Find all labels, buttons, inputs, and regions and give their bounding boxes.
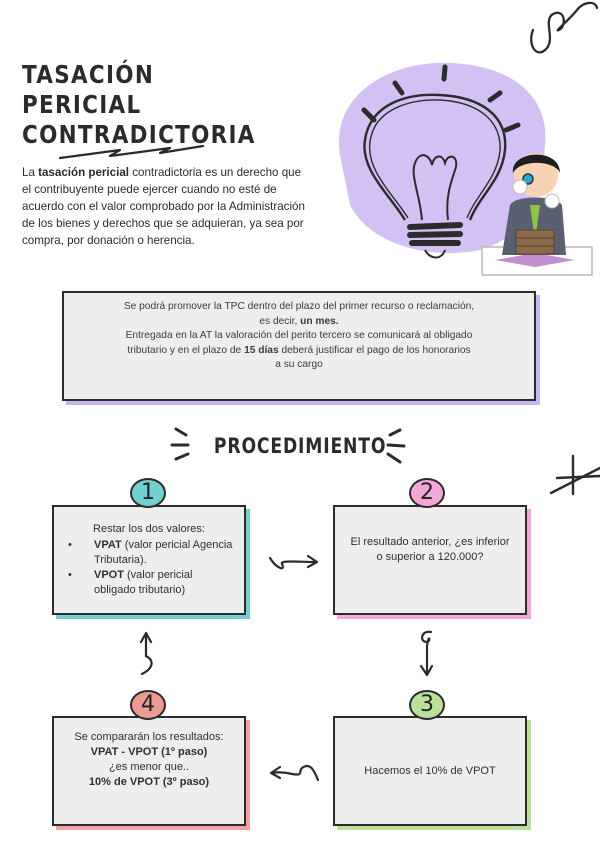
step-4-line-1: Se compararán los resultados: bbox=[74, 731, 224, 743]
step-1-bullet: • VPAT (valor pericial Agencia Tributari… bbox=[68, 539, 233, 566]
title-line-2: CONTRADICTORIA bbox=[22, 120, 256, 149]
step-2-badge: 2 bbox=[409, 478, 445, 508]
squiggle-decoration-icon bbox=[530, 1, 599, 54]
step-4-box: Se compararán los resultados: VPAT - VPO… bbox=[52, 716, 246, 826]
intro-highlight: tasación pericial bbox=[38, 166, 129, 179]
step-3-text: Hacemos el 10% de VPOT bbox=[364, 764, 496, 777]
step-4-badge: 4 bbox=[130, 690, 166, 720]
deadline-note-box: Se podrá promover la TPC dentro del plaz… bbox=[62, 291, 536, 401]
title-line-1: TASACIÓN PERICIAL bbox=[22, 60, 155, 119]
arrow-down-icon bbox=[419, 630, 434, 677]
arrow-right-icon bbox=[268, 554, 319, 570]
rays-left-icon bbox=[170, 427, 190, 461]
procedure-title: PROCEDIMIENTO bbox=[213, 434, 387, 458]
step-2-text: El resultado anterior, ¿es inferior o su… bbox=[350, 536, 510, 563]
step-1-badge: 1 bbox=[130, 478, 166, 508]
step-4-line-3: ¿es menor que.. bbox=[108, 761, 190, 773]
step-1-box: Restar los dos valores: • VPAT (valor pe… bbox=[52, 505, 246, 615]
step-1-bullet: • VPOT (valor pericial obligado tributar… bbox=[68, 569, 193, 596]
rays-right-icon bbox=[386, 428, 406, 464]
page-title: TASACIÓN PERICIAL CONTRADICTORIA bbox=[22, 60, 280, 150]
step-3-box: Hacemos el 10% de VPOT bbox=[333, 716, 527, 826]
step-4-line-4: 10% de VPOT (3º paso) bbox=[88, 776, 210, 788]
intro-paragraph: La tasación pericial contradictoria es u… bbox=[22, 166, 305, 247]
zigzag-underline-icon bbox=[58, 144, 205, 160]
step-3-badge: 3 bbox=[409, 690, 445, 720]
step-1-lead: Restar los dos valores: bbox=[93, 523, 205, 535]
lightbulb-illustration-icon bbox=[338, 62, 593, 276]
arrow-left-icon bbox=[269, 764, 320, 782]
step-4-line-2: VPAT - VPOT (1º paso) bbox=[90, 746, 208, 758]
step-2-box: El resultado anterior, ¿es inferior o su… bbox=[333, 505, 527, 615]
arrow-up-icon bbox=[139, 631, 153, 676]
cross-sketch-icon bbox=[549, 454, 600, 496]
